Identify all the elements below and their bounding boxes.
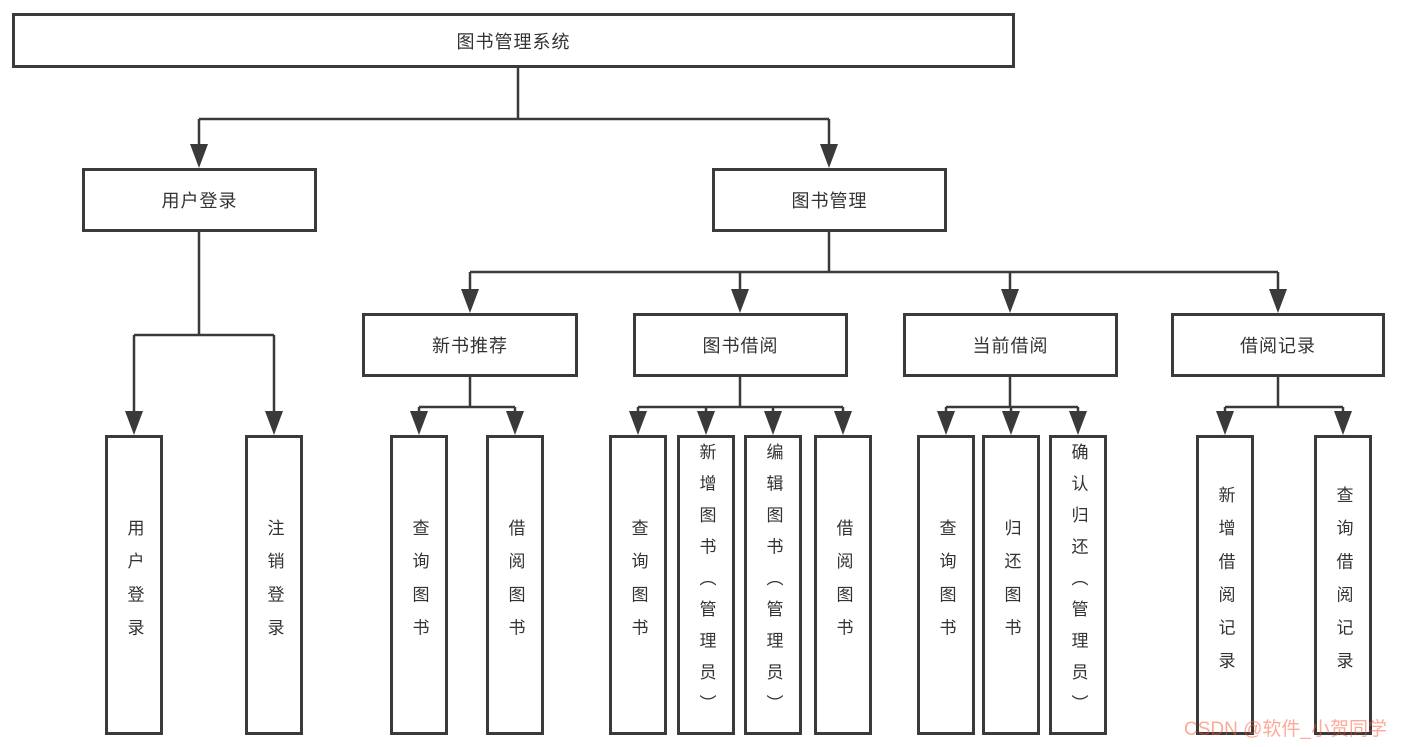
leaf-query-books-borrow-label: 查询图书 [628, 518, 648, 652]
leaf-query-books-newbook: 查询图书 [390, 435, 448, 735]
leaf-query-borrow-record: 查询借阅记录 [1314, 435, 1372, 735]
arrowhead [1269, 289, 1287, 313]
leaf-borrow-books-borrow-label: 借阅图书 [833, 518, 853, 652]
arrowhead [1001, 289, 1019, 313]
node-book-borrow-label: 图书借阅 [702, 336, 779, 356]
arrowhead [834, 411, 852, 435]
arrowhead [937, 411, 955, 435]
leaf-add-book-admin: 新增图书（管理员） [677, 435, 735, 735]
node-new-book-recommend-label: 新书推荐 [432, 336, 508, 356]
node-borrow-records-label: 借阅记录 [1240, 336, 1316, 356]
leaf-borrow-books-newbook: 借阅图书 [486, 435, 544, 735]
arrowhead [461, 289, 479, 313]
node-book-management: 图书管理 [712, 168, 947, 232]
arrowhead [1334, 411, 1352, 435]
arrowhead [820, 144, 838, 168]
leaf-logout-label: 注销登录 [264, 518, 284, 652]
node-current-borrow: 当前借阅 [903, 313, 1118, 377]
leaf-query-books-newbook-label: 查询图书 [409, 518, 429, 652]
arrowhead [506, 411, 524, 435]
arrowhead [410, 411, 428, 435]
leaf-logout: 注销登录 [245, 435, 303, 735]
node-current-borrow-label: 当前借阅 [972, 336, 1049, 356]
connector-borrow-records-branch [1223, 377, 1345, 417]
leaf-confirm-return-admin: 确认归还（管理员） [1049, 435, 1107, 735]
arrowhead [731, 289, 749, 313]
arrowhead [764, 411, 782, 435]
leaf-add-book-admin-label: 新增图书（管理员） [696, 443, 716, 727]
node-book-management-label: 图书管理 [791, 191, 868, 211]
leaf-user-login: 用户登录 [105, 435, 163, 735]
arrowhead [125, 411, 143, 435]
leaf-borrow-books-newbook-label: 借阅图书 [505, 518, 525, 652]
node-borrow-records: 借阅记录 [1171, 313, 1385, 377]
leaf-add-borrow-record-label: 新增借阅记录 [1215, 485, 1235, 685]
watermark: CSDN @软件_小贺同学 [1184, 719, 1387, 740]
arrowhead [265, 411, 283, 435]
node-root: 图书管理系统 [12, 13, 1015, 68]
arrowhead [1069, 411, 1087, 435]
leaf-return-book-label: 归还图书 [1001, 518, 1021, 652]
arrowhead [629, 411, 647, 435]
connector-new-book-branch [417, 377, 517, 417]
leaf-query-books-borrow: 查询图书 [609, 435, 667, 735]
leaf-query-borrow-record-label: 查询借阅记录 [1333, 485, 1353, 685]
connector-book-borrow-branch [636, 377, 845, 417]
node-book-borrow: 图书借阅 [633, 313, 848, 377]
leaf-user-login-label: 用户登录 [124, 518, 144, 652]
leaf-return-book: 归还图书 [982, 435, 1040, 735]
leaf-edit-book-admin: 编辑图书（管理员） [744, 435, 802, 735]
arrowhead [697, 411, 715, 435]
leaf-borrow-books-borrow: 借阅图书 [814, 435, 872, 735]
node-user-login: 用户登录 [82, 168, 317, 232]
arrowhead [190, 144, 208, 168]
connector-segments [132, 68, 1345, 417]
leaf-add-borrow-record: 新增借阅记录 [1196, 435, 1254, 735]
leaf-query-books-current: 查询图书 [917, 435, 975, 735]
leaf-edit-book-admin-label: 编辑图书（管理员） [763, 443, 783, 727]
leaf-confirm-return-admin-label: 确认归还（管理员） [1068, 443, 1088, 727]
node-new-book-recommend: 新书推荐 [362, 313, 578, 377]
node-root-label: 图书管理系统 [456, 31, 571, 52]
arrowhead [1002, 411, 1020, 435]
arrowhead [1216, 411, 1234, 435]
connector-root-to-level2 [197, 68, 831, 150]
connector-book-management-branch [468, 232, 1280, 295]
arrowheads [125, 144, 1352, 435]
node-user-login-label: 用户登录 [161, 191, 238, 211]
leaf-query-books-current-label: 查询图书 [936, 518, 956, 652]
connector-user-login-branch [132, 232, 276, 417]
